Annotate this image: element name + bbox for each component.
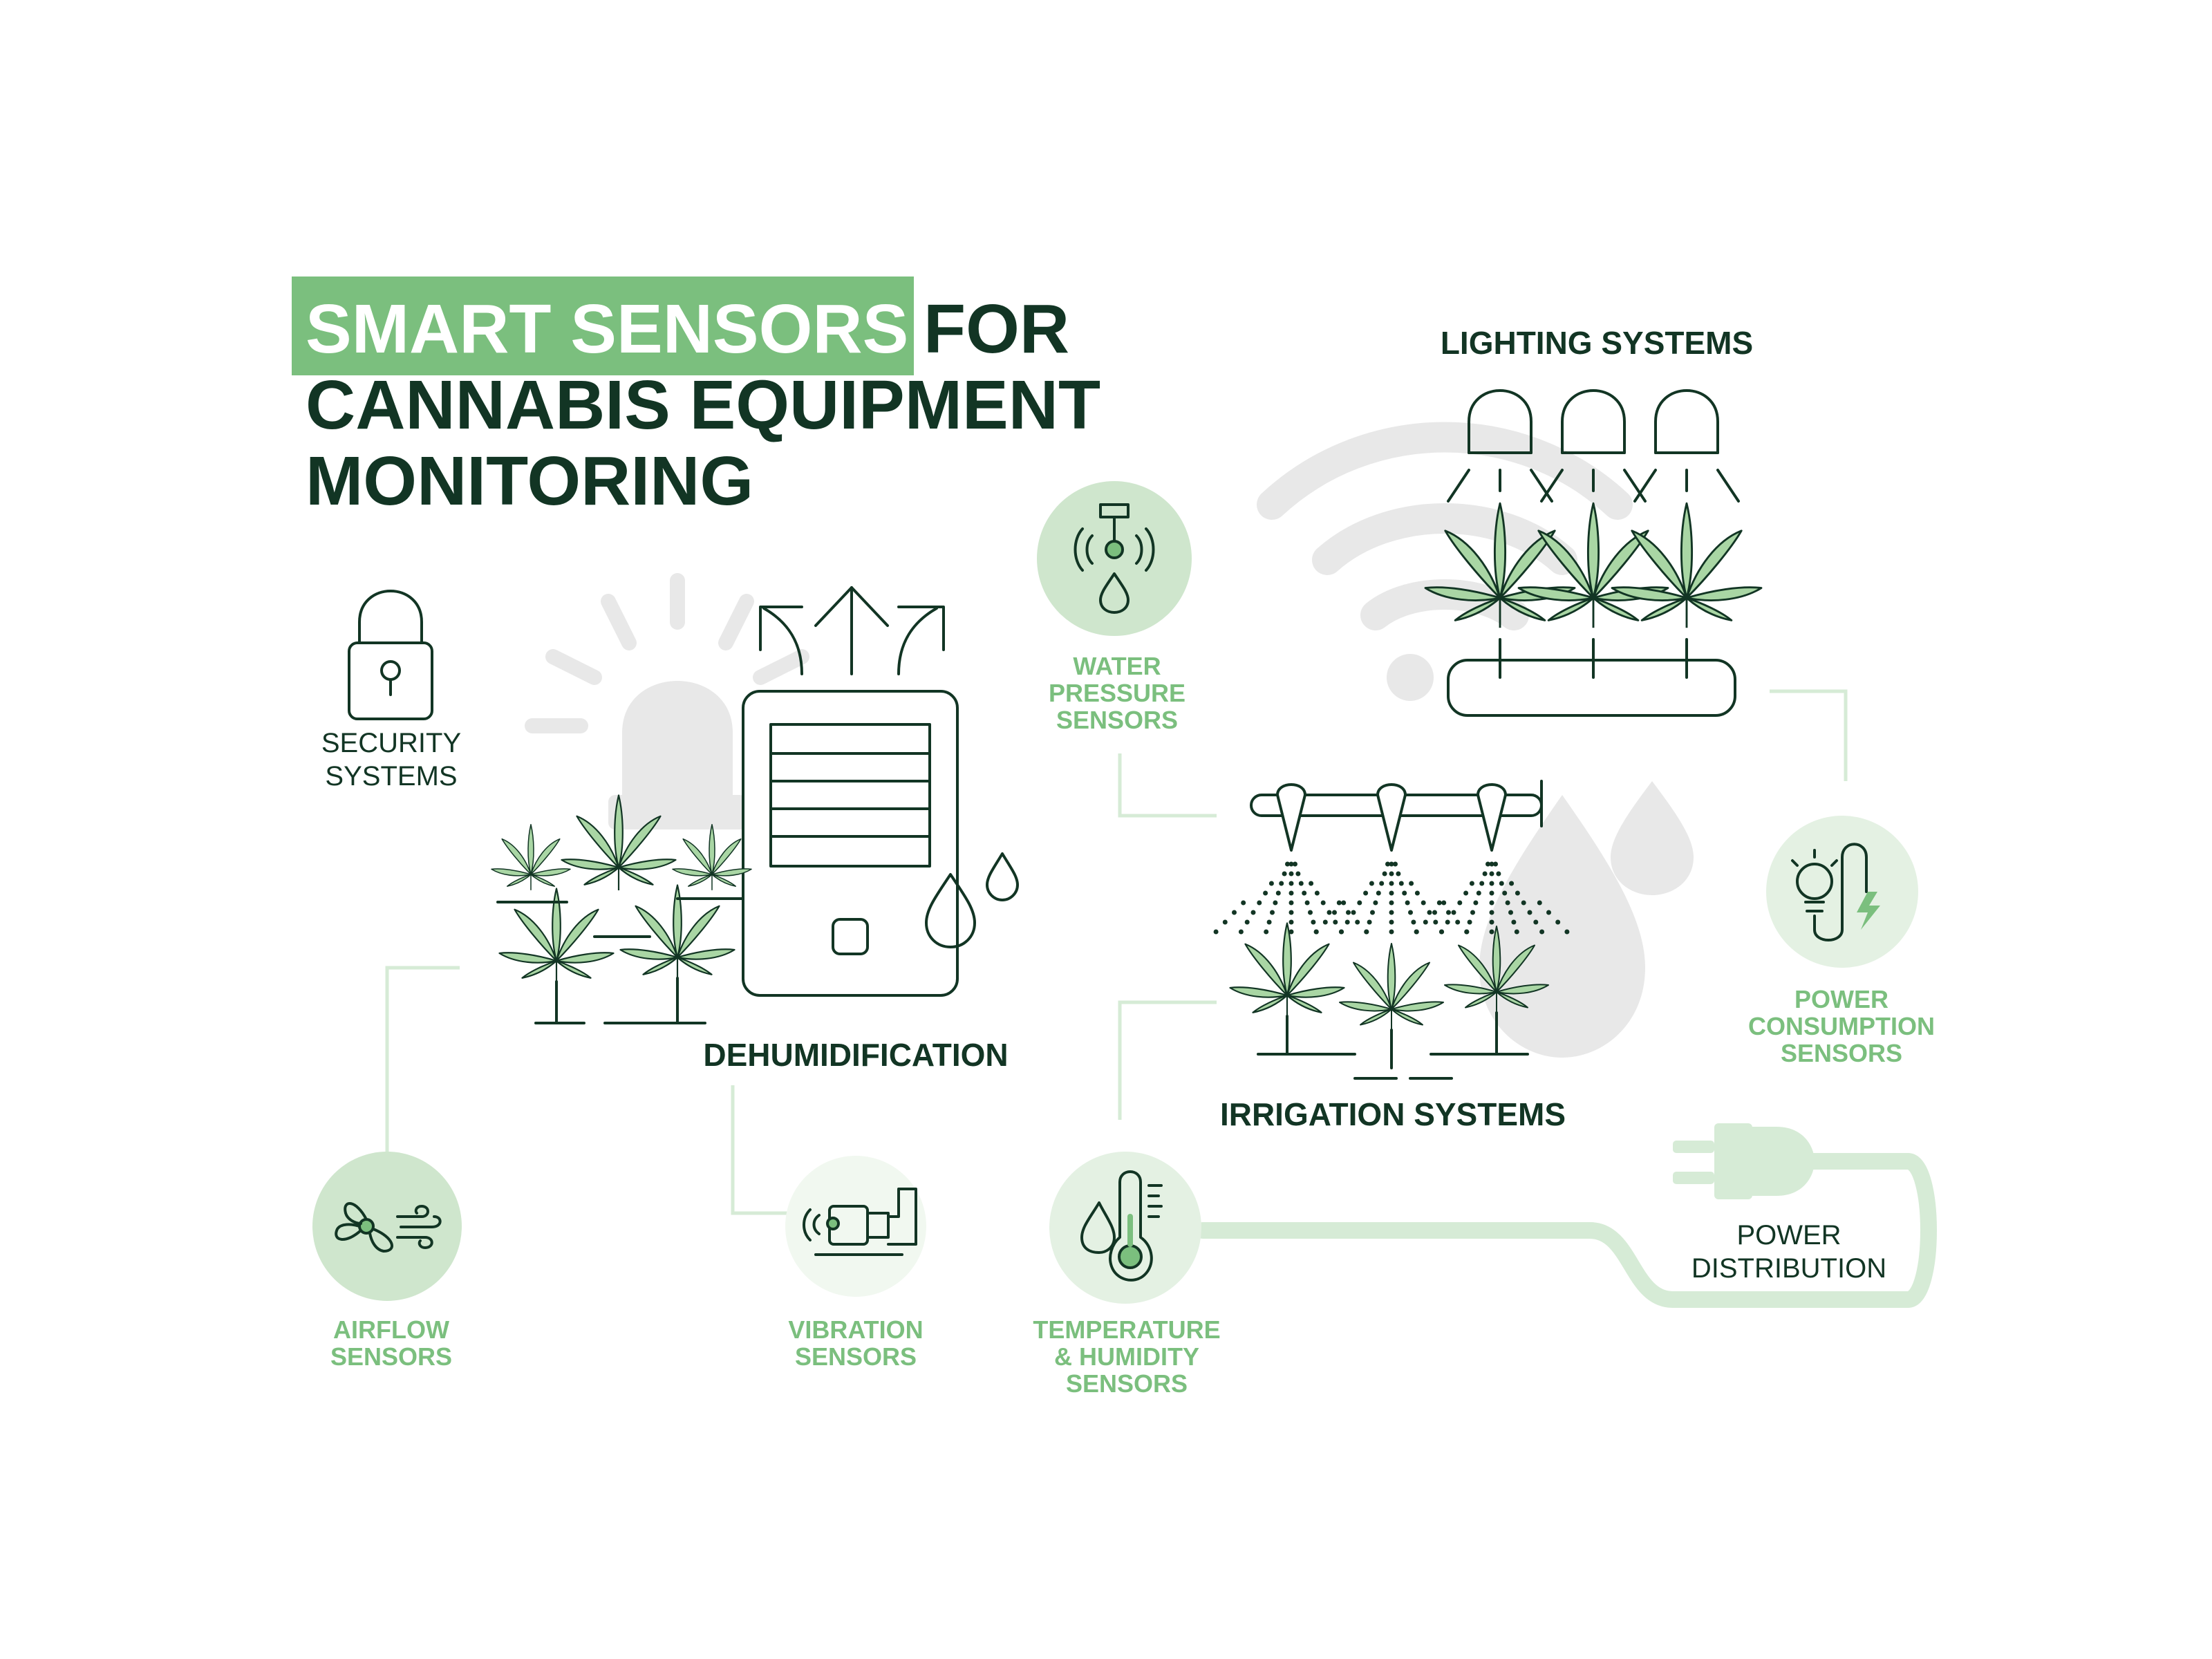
grow-light-icon [1447, 389, 1740, 503]
temp-humidity-label-2: & HUMIDITY [1054, 1342, 1199, 1371]
temp-humidity-label-1: TEMPERATURE [1033, 1315, 1220, 1344]
vibration-label-2: SENSORS [795, 1342, 917, 1371]
dehumidifier-icon [742, 690, 1019, 997]
power-consumption-label-3: SENSORS [1781, 1039, 1902, 1067]
power-consumption-label-1: POWER [1794, 985, 1888, 1013]
lighting-plants [1424, 502, 1763, 717]
alarm-light-icon [525, 573, 809, 830]
water-pressure-label-2: PRESSURE [1049, 679, 1185, 707]
title-line2: CANNABIS EQUIPMENT [306, 366, 1100, 444]
security-label-2: SYSTEMS [325, 761, 457, 791]
power-consumption-label-2: CONSUMPTION [1748, 1012, 1935, 1040]
airflow-label-2: SENSORS [330, 1342, 452, 1371]
fan-icon [335, 1202, 442, 1253]
title-line3: MONITORING [306, 442, 753, 520]
title-for: FOR [924, 290, 1069, 368]
pressure-sensor-icon [1074, 503, 1155, 614]
airflow-arrows-icon [759, 586, 945, 675]
water-drop-icon [1479, 781, 1694, 1058]
vibration-label-1: VIBRATION [788, 1315, 923, 1344]
power-distribution-label-1: POWER [1736, 1220, 1841, 1250]
security-label-1: SECURITY [321, 728, 461, 758]
water-pressure-label-1: WATER [1073, 652, 1161, 680]
thermometer-icon [1080, 1170, 1163, 1282]
water-pressure-label-3: SENSORS [1056, 706, 1178, 734]
cannabis-leaf-icon [491, 794, 752, 1024]
vibration-sensor-circle [785, 1156, 926, 1297]
airflow-sensor-circle [312, 1152, 462, 1301]
lock-icon [348, 590, 433, 720]
power-distribution-label-2: DISTRIBUTION [1691, 1253, 1886, 1284]
temp-humidity-sensor-circle [1049, 1152, 1201, 1304]
spray-dots [1213, 861, 1570, 935]
dehumidification-label: DEHUMIDIFICATION [703, 1037, 1008, 1073]
irrigation-plants [1229, 922, 1549, 1080]
plug-icon [1673, 1123, 1815, 1199]
irrigation-label: IRRIGATION SYSTEMS [1220, 1096, 1566, 1132]
sprinkler-icon [1250, 780, 1543, 852]
title-highlight-box [292, 276, 914, 375]
bulb-icon [1791, 843, 1880, 941]
lighting-label: LIGHTING SYSTEMS [1441, 325, 1753, 361]
temp-humidity-label-3: SENSORS [1066, 1369, 1188, 1398]
airflow-label-1: AIRFLOW [333, 1315, 449, 1344]
title-highlight: SMART SENSORS [306, 290, 908, 368]
pump-icon [803, 1188, 917, 1256]
connectors [385, 689, 1937, 1308]
